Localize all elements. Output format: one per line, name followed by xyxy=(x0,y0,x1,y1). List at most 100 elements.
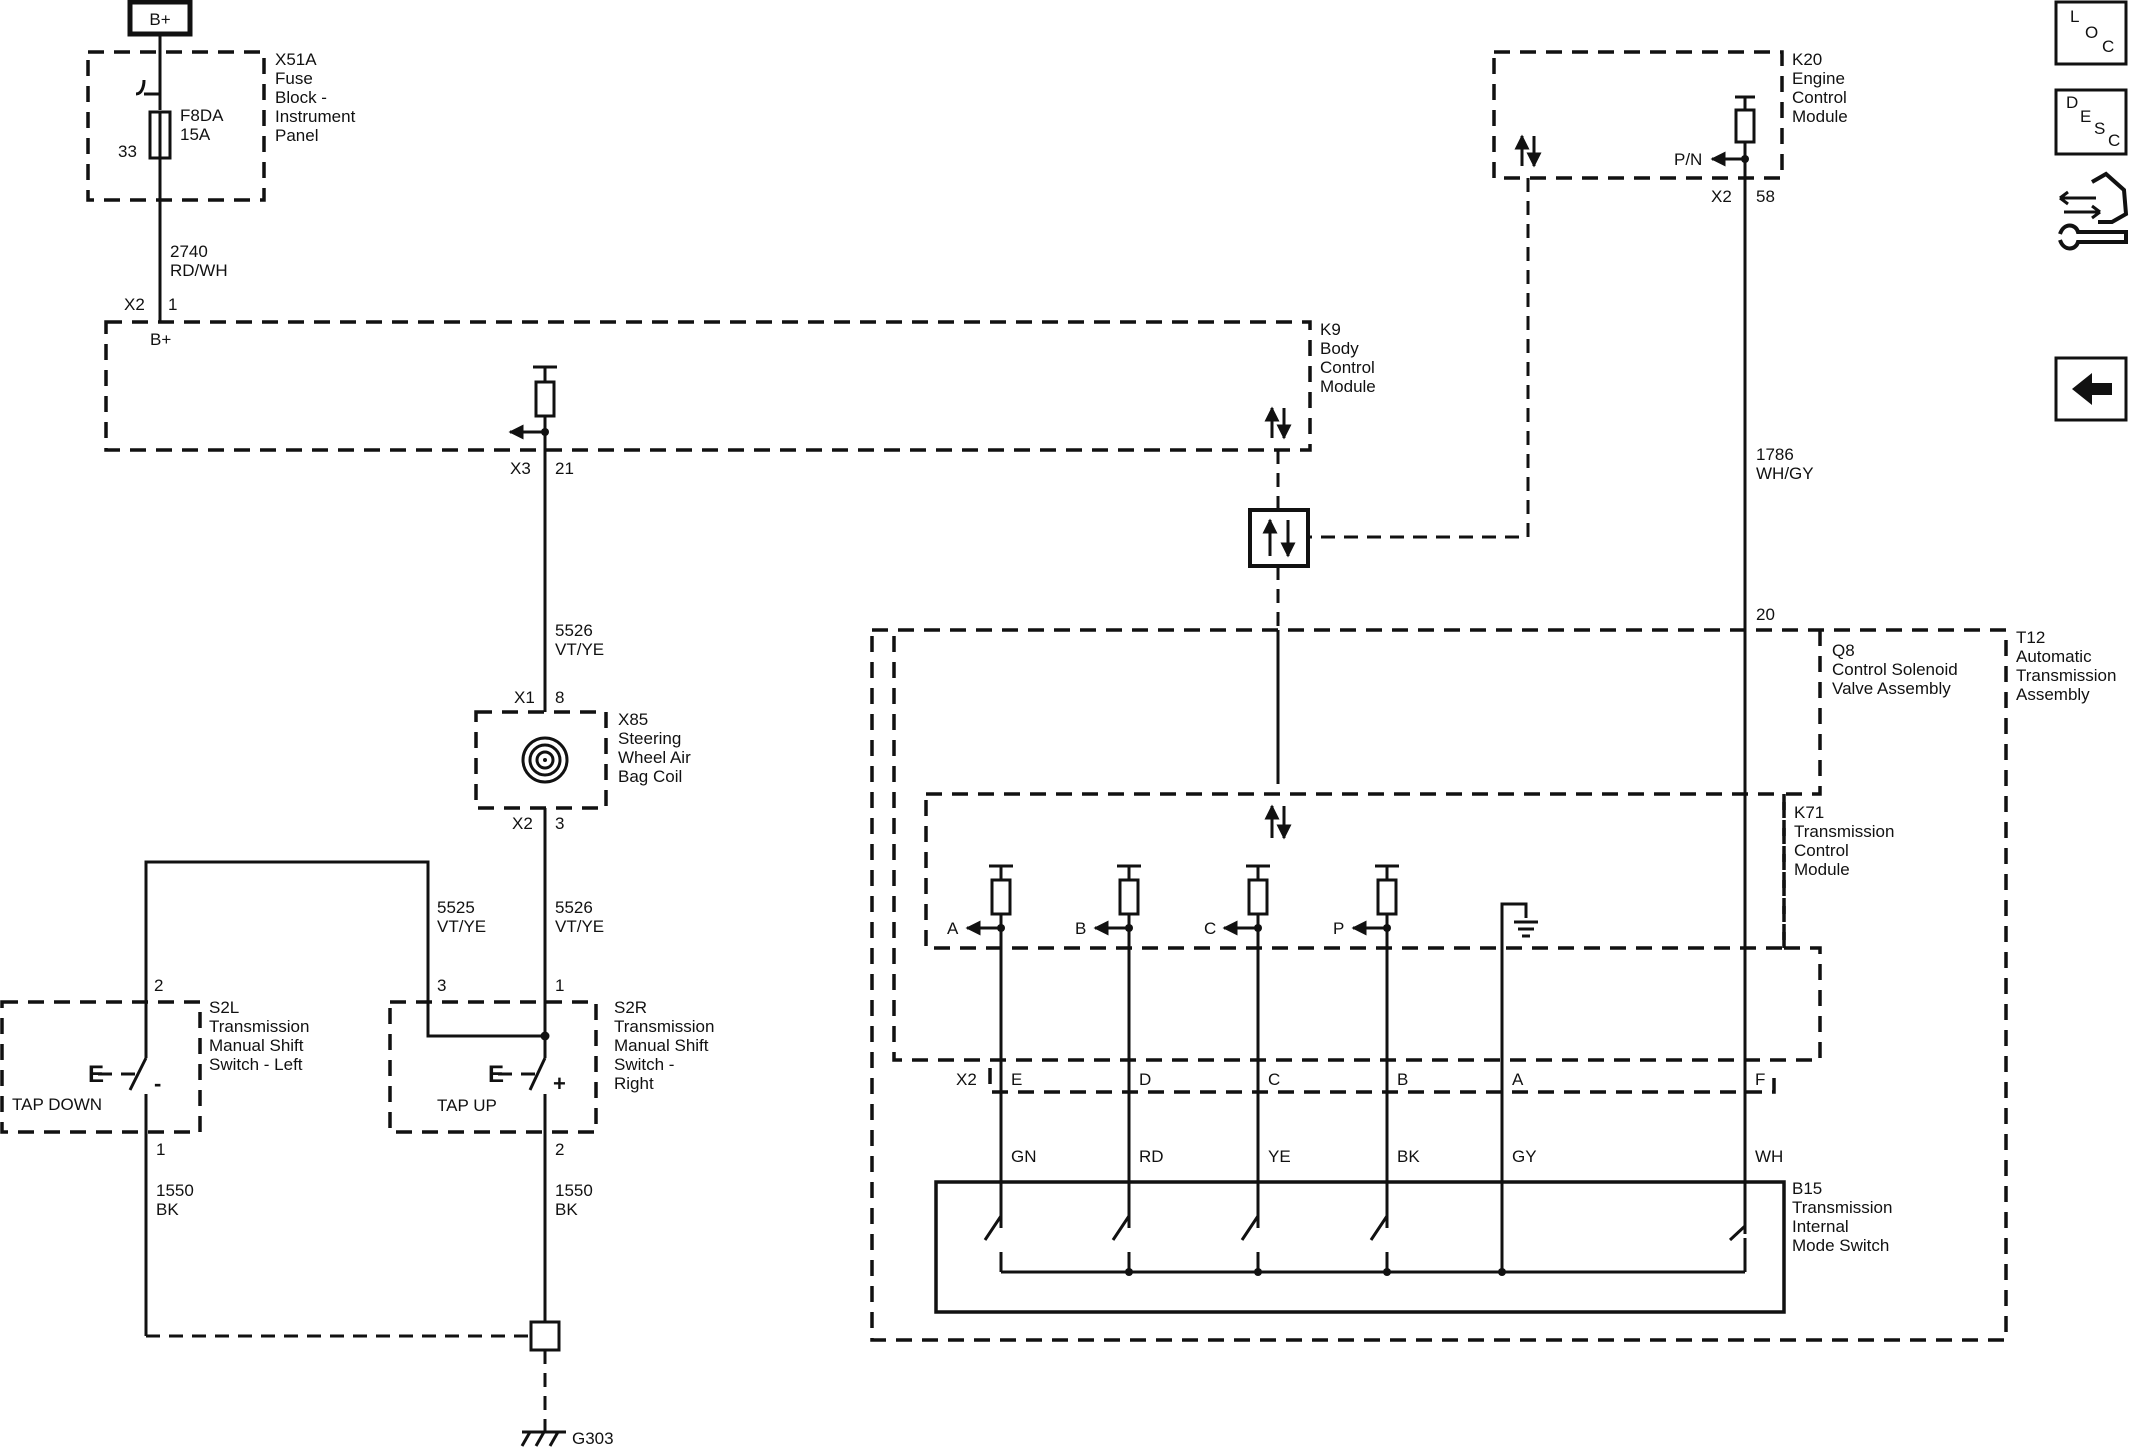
tcm-x2-pin: C xyxy=(1268,1070,1280,1089)
q8-id: Q8 xyxy=(1832,641,1855,660)
s2r-label: TAP UP xyxy=(437,1096,497,1115)
s2r-name-2: Manual Shift xyxy=(614,1036,709,1055)
mode-switch-contact-icon xyxy=(1111,1215,1131,1241)
mode-switch-wire-color: YE xyxy=(1268,1147,1291,1166)
tcm-serial-data-icon xyxy=(1264,804,1292,840)
s2l-pin-bot: 1 xyxy=(156,1140,165,1159)
air-bag-coil: X1 8 X85 Steering Wheel Air Bag Coil X2 … xyxy=(474,688,691,833)
coil-pin-top: 8 xyxy=(555,688,564,707)
bcm-serial-data-icon xyxy=(1264,406,1292,440)
coil-id: X85 xyxy=(618,710,648,729)
bcm-conn-in: X2 xyxy=(124,295,145,314)
ecm-pullup-resistor-icon xyxy=(1734,108,1756,144)
transmission-assembly: T12 Automatic Transmission Assembly xyxy=(870,628,2116,1342)
connector-end-view-icon[interactable] xyxy=(2058,171,2129,251)
coil-name-1: Steering xyxy=(618,729,681,748)
fuse-block-id: X51A xyxy=(275,50,317,69)
tcm-input-label: C xyxy=(1204,919,1216,938)
bcm-name-1: Body xyxy=(1320,339,1359,358)
fuse-block-name-1: Fuse xyxy=(275,69,313,88)
tcm-conn: X2 xyxy=(956,1070,977,1089)
power-source: B+ xyxy=(127,0,193,37)
coil-spiral-icon xyxy=(521,736,569,784)
fuse-block: F8DA 15A 33 X51A Fuse Block - Instrument… xyxy=(86,34,356,202)
back-button[interactable] xyxy=(2054,356,2128,422)
mode-switch-bus-node xyxy=(1254,1268,1262,1276)
mode-switch-wire-color: WH xyxy=(1755,1147,1783,1166)
s2r-pin-left: 3 xyxy=(437,976,446,995)
tcm-x2-pin: D xyxy=(1139,1070,1151,1089)
s2r-sign: + xyxy=(553,1071,566,1096)
transmission-control-module: K71 Transmission Control Module xyxy=(924,792,1894,1274)
tcm-name-1: Transmission xyxy=(1794,822,1894,841)
trans-pin-top: 20 xyxy=(1756,605,1775,624)
s2r-pin-bot: 2 xyxy=(555,1140,564,1159)
mode-switch-contact-icon xyxy=(1369,1215,1389,1241)
wire-5526-b-circuit: 5526 xyxy=(555,898,593,917)
svg-text:E: E xyxy=(488,1061,504,1088)
ground-id: G303 xyxy=(572,1429,614,1447)
s2r-contact-icon xyxy=(528,1057,547,1091)
wire-1550-l-color: BK xyxy=(156,1200,179,1219)
wire-1550-l-circuit: 1550 xyxy=(156,1181,194,1200)
wire-1786-circuit: 1786 xyxy=(1756,445,1794,464)
ecm-pin: 58 xyxy=(1756,187,1775,206)
coil-name-2: Wheel Air xyxy=(618,748,691,767)
tcm-x2-pin: F xyxy=(1755,1070,1765,1089)
desc-letter-4: C xyxy=(2108,131,2120,150)
trans-name-2: Transmission xyxy=(2016,666,2116,685)
loc-letter-2: O xyxy=(2085,23,2098,42)
wire-1550-r-color: BK xyxy=(555,1200,578,1219)
b15-id: B15 xyxy=(1792,1179,1822,1198)
s2r-pin-top: 1 xyxy=(555,976,564,995)
ground-icon xyxy=(520,1430,566,1447)
wire-5525-color: VT/YE xyxy=(437,917,486,936)
splice-icon xyxy=(529,1320,561,1352)
wire-5526-b-color: VT/YE xyxy=(555,917,604,936)
wire-5526-a-color: VT/YE xyxy=(555,640,604,659)
wire-1550-r-circuit: 1550 xyxy=(555,1181,593,1200)
s2l-pin-top: 2 xyxy=(154,976,163,995)
power-label: B+ xyxy=(149,10,170,29)
tcm-pullup-resistor-icon xyxy=(1118,878,1140,916)
mode-switch-bus-node xyxy=(1498,1268,1506,1276)
ecm-conn: X2 xyxy=(1711,187,1732,206)
bcm-name-3: Module xyxy=(1320,377,1376,396)
tcm-input-label: P xyxy=(1333,919,1344,938)
tcm-input-label: A xyxy=(947,919,959,938)
mode-switch-wire-color: GN xyxy=(1011,1147,1037,1166)
tcm-x2-pin: E xyxy=(1011,1070,1022,1089)
trans-name-1: Automatic xyxy=(2016,647,2092,666)
s2l-name-2: Manual Shift xyxy=(209,1036,304,1055)
tcm-id: K71 xyxy=(1794,803,1824,822)
desc-letter-2: E xyxy=(2080,107,2091,126)
loc-button[interactable]: L O C xyxy=(2054,0,2128,66)
engine-control-module: K20 Engine Control Module P/N X2 58 xyxy=(1492,50,1848,206)
tcm-ground-icon xyxy=(1514,920,1538,938)
wire-5525-circuit: 5525 xyxy=(437,898,475,917)
tcm-pullup-resistor-icon xyxy=(1247,878,1269,916)
tcm-input-label: B xyxy=(1075,919,1086,938)
mode-switch: B15 Transmission Internal Mode Switch xyxy=(934,1179,1892,1314)
mode-switch-contact-icon xyxy=(1240,1215,1260,1241)
tcm-x2-pin: A xyxy=(1512,1070,1524,1089)
tcm-name-3: Module xyxy=(1794,860,1850,879)
bcm-name-2: Control xyxy=(1320,358,1375,377)
b15-name-1: Transmission xyxy=(1792,1198,1892,1217)
serial-data-link-ecm xyxy=(1308,178,1530,539)
q8-name-1: Control Solenoid xyxy=(1832,660,1958,679)
ecm-signal: P/N xyxy=(1674,150,1702,169)
desc-letter-3: S xyxy=(2094,119,2105,138)
fuse-block-name-4: Panel xyxy=(275,126,318,145)
desc-letter-1: D xyxy=(2066,93,2078,112)
fuse-block-name-3: Instrument xyxy=(275,107,356,126)
ecm-serial-data-icon xyxy=(1514,134,1542,168)
s2r-name-4: Right xyxy=(614,1074,654,1093)
body-control-module: X2 1 B+ K9 Body Control Module X3 21 xyxy=(104,295,1376,478)
mode-switch-pn-contact-icon xyxy=(1728,1224,1747,1242)
desc-button[interactable]: D E S C xyxy=(2054,88,2128,156)
s2l-contact-icon xyxy=(128,1057,148,1091)
switch-right: 3 1 E + TAP UP S2R Transmission Manual S… xyxy=(388,976,714,1159)
